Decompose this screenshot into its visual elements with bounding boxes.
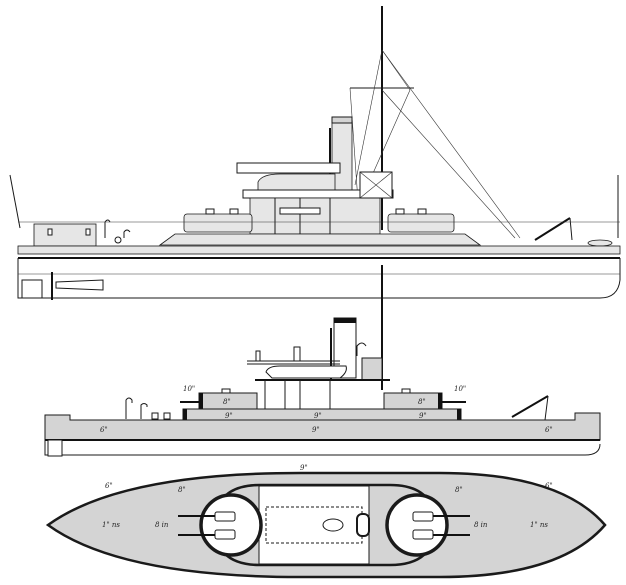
aft-turret [387,213,455,233]
hull-underwater [17,258,621,299]
label-turret-fwd: 10" [183,385,195,393]
label-belt-fwd: 6" [100,426,108,434]
label-plan-belt-stern: 6" [545,482,553,490]
flying-bridge [236,162,341,174]
label-barbette-aft: 8" [418,398,426,406]
rudder [47,439,63,457]
boat-crane [511,395,549,418]
dashed-outline [265,506,363,544]
label-plan-end-fwd: 1" ns [102,521,120,529]
aft-barbette-plan [385,493,449,557]
rudder [21,279,43,299]
superstructure [249,197,381,235]
label-belt-aft: 6" [545,426,553,434]
label-plan-belt-top: 9" [300,464,308,472]
label-redoubt-aft: 9" [419,412,427,420]
fwd-barbette-plan [199,493,263,557]
label-barbette-fwd: 8" [223,398,231,406]
boat [265,365,347,379]
boat [257,173,336,191]
hull-lower [44,440,601,456]
label-redoubt-fwd: 9" [225,412,233,420]
label-turret-aft: 10" [454,385,466,393]
armour-plan-view: 9" 6" 6" 8" 8" 8 in 8 in 1" ns 1" ns [45,464,607,579]
label-redoubt-mid: 9" [314,412,322,420]
deckhouse-plan [258,485,370,565]
label-belt-mid: 9" [312,426,320,434]
label-plan-belt-bow: 6" [105,482,113,490]
upper-hull [17,245,621,255]
armour-profile-view: 10" 10" 8" 8" 9" 9" 9" 9" 6" 6" [44,265,601,457]
label-plan-end-aft: 1" ns [530,521,548,529]
label-plan-barbette-aft: 8" [455,486,463,494]
label-plan-deck-fwd: 8 in [155,521,169,529]
profile-view [9,6,621,300]
aft-turret-armour [383,392,443,410]
fwd-turret [183,213,253,233]
boat-crane [534,217,571,241]
propeller-shaft [55,279,104,291]
redoubt [158,233,482,246]
label-plan-deck-aft: 8 in [474,521,488,529]
label-plan-barbette-fwd: 8" [178,486,186,494]
